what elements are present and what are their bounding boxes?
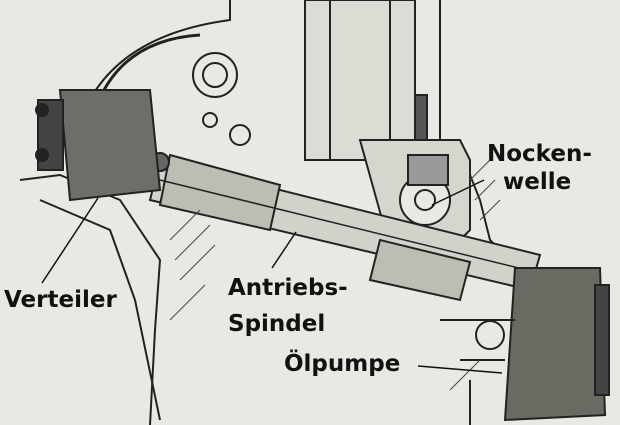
gear	[192, 52, 238, 98]
label-nockenwelle-line2: welle	[503, 169, 572, 195]
cylinder-column	[304, 0, 416, 161]
label-nockenwelle: Nocken- welle	[487, 140, 592, 196]
leader-nockenwelle	[431, 179, 485, 206]
oil-pump-body	[503, 267, 607, 422]
leader-antriebsspindel	[271, 231, 297, 269]
label-oelpumpe: Ölpumpe	[284, 351, 401, 377]
label-antriebsspindel: Antriebs- Spindel	[228, 274, 348, 338]
label-nockenwelle-line1: Nocken-	[487, 141, 592, 167]
distributor-body	[58, 89, 162, 202]
leader-verteiler	[41, 197, 99, 284]
label-verteiler: Verteiler	[4, 287, 117, 313]
leader-oelpumpe	[417, 365, 503, 374]
label-antriebsspindel-line2: Spindel	[228, 311, 326, 337]
label-antriebsspindel-line1: Antriebs-	[228, 275, 348, 301]
